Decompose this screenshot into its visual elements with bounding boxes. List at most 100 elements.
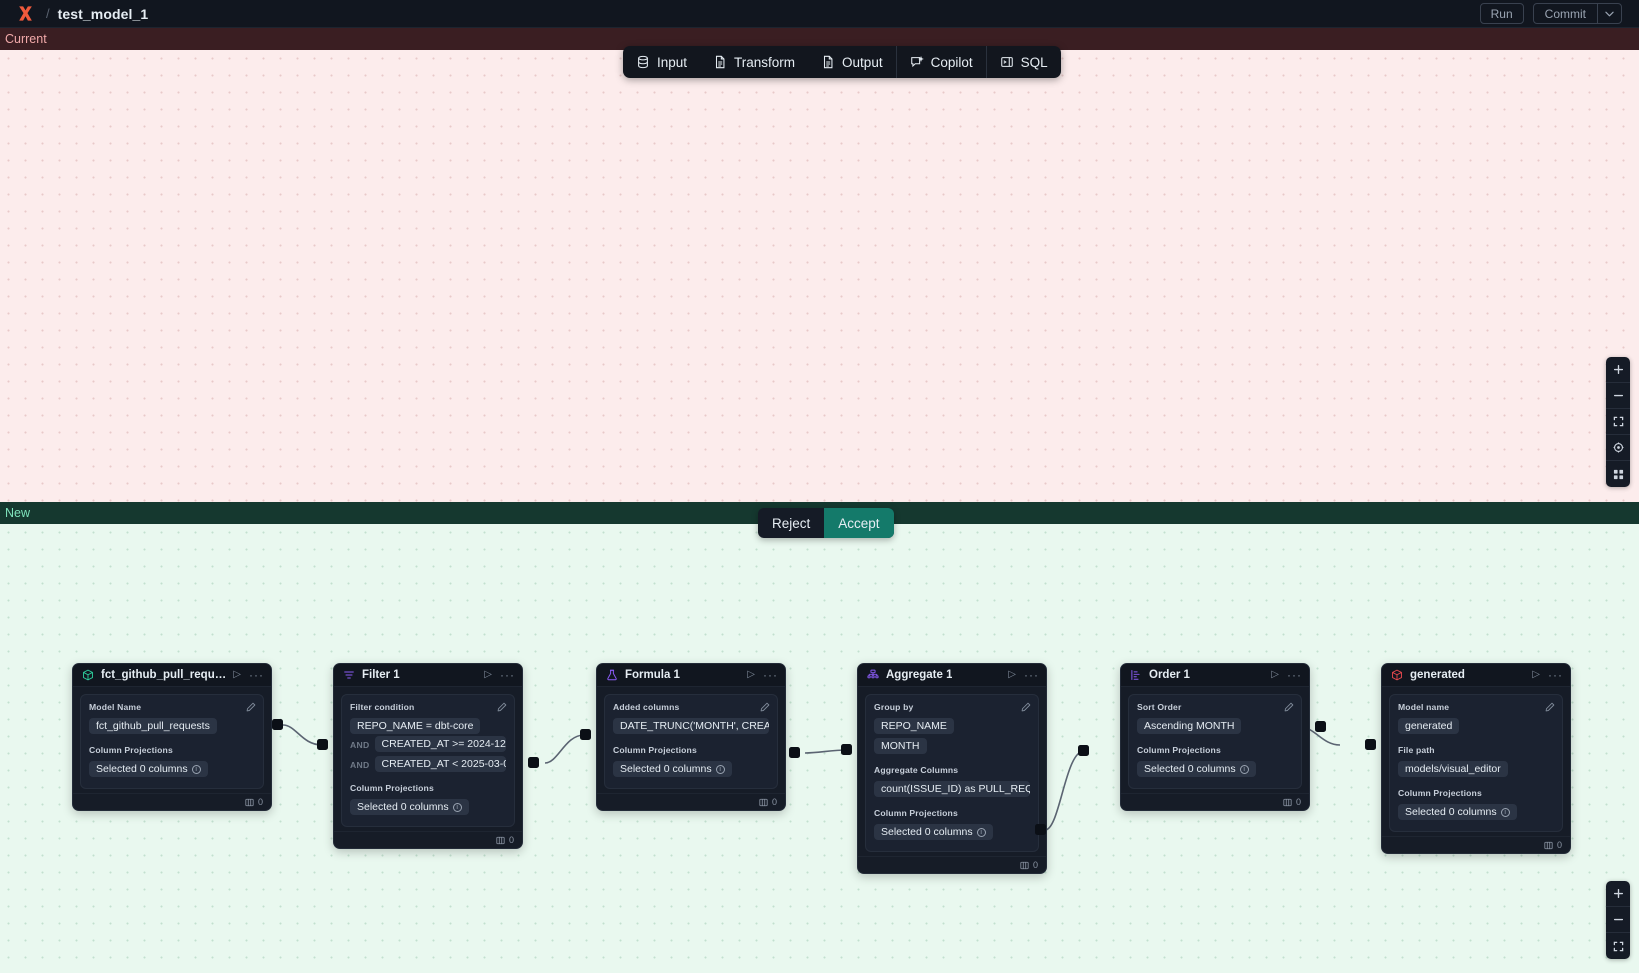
plus-icon[interactable] xyxy=(1606,357,1630,383)
info-icon[interactable]: i xyxy=(1500,807,1510,817)
port-out-source[interactable] xyxy=(272,719,283,730)
info-icon[interactable]: i xyxy=(715,764,725,774)
node-footer: 0 xyxy=(73,793,271,810)
pencil-icon[interactable] xyxy=(1284,702,1294,712)
columns-icon xyxy=(1544,841,1553,850)
tab-input[interactable]: Input xyxy=(623,46,700,78)
fit-screen-icon[interactable] xyxy=(1606,933,1630,959)
minus-icon[interactable] xyxy=(1606,383,1630,409)
grid-icon[interactable] xyxy=(1606,461,1630,487)
node-order-1[interactable]: Order 1 ▷ ··· Sort Order Ascending MONTH… xyxy=(1120,663,1310,811)
play-icon[interactable]: ▷ xyxy=(1532,669,1540,680)
info-icon[interactable]: i xyxy=(452,802,462,812)
tab-sql-label: SQL xyxy=(1020,54,1048,70)
value-aggregate-columns[interactable]: count(ISSUE_ID) as PULL_REQUEST_... xyxy=(874,781,1030,797)
info-icon[interactable]: i xyxy=(1239,764,1249,774)
filter-condition-2[interactable]: CREATED_AT >= 2024-12-01 xyxy=(374,736,506,752)
field-label-column-projections: Column Projections xyxy=(89,745,173,755)
node-title: Aggregate 1 xyxy=(886,669,953,681)
pencil-icon[interactable] xyxy=(760,702,770,712)
play-icon[interactable]: ▷ xyxy=(1008,669,1016,680)
play-icon[interactable]: ▷ xyxy=(484,669,492,680)
value-model-name[interactable]: fct_github_pull_requests xyxy=(89,718,217,734)
commit-button[interactable]: Commit xyxy=(1544,6,1586,21)
columns-icon xyxy=(759,798,768,807)
port-in-aggregate[interactable] xyxy=(841,744,852,755)
value-sort-order[interactable]: Ascending MONTH xyxy=(1137,718,1242,734)
more-horizontal-icon[interactable]: ··· xyxy=(249,668,264,682)
port-out-aggregate[interactable] xyxy=(1035,824,1046,835)
node-formula-1[interactable]: Formula 1 ▷ ··· Added columns DATE_TRUNC… xyxy=(596,663,786,811)
node-aggregate-1[interactable]: Aggregate 1 ▷ ··· Group by REPO_NAME MON… xyxy=(857,663,1047,874)
tab-output[interactable]: Output xyxy=(808,46,896,78)
more-horizontal-icon[interactable]: ··· xyxy=(1548,668,1563,682)
filter-condition-row-3: AND CREATED_AT < 2025-03-01 xyxy=(350,756,506,774)
node-filter-1[interactable]: Filter 1 ▷ ··· Filter condition REPO_NAM… xyxy=(333,663,523,849)
value-column-projections[interactable]: Selected 0 columns i xyxy=(874,824,993,840)
tab-transform[interactable]: Transform xyxy=(700,46,808,78)
port-out-order[interactable] xyxy=(1315,721,1326,732)
value-file-path[interactable]: models/visual_editor xyxy=(1398,761,1508,777)
field-label-column-projections: Column Projections xyxy=(874,808,958,818)
breadcrumb-separator: / xyxy=(46,6,50,21)
database-icon xyxy=(636,55,650,69)
node-header-actions: ▷ ··· xyxy=(1008,669,1039,681)
node-footer: 0 xyxy=(858,856,1046,873)
group-by-2[interactable]: MONTH xyxy=(874,738,927,754)
value-column-projections[interactable]: Selected 0 columns i xyxy=(1398,804,1517,820)
commit-button-group: Commit xyxy=(1532,3,1622,24)
info-icon[interactable]: i xyxy=(191,764,201,774)
pencil-icon[interactable] xyxy=(1021,702,1031,712)
more-horizontal-icon[interactable]: ··· xyxy=(1024,668,1039,682)
node-fct-github-pull-requests[interactable]: fct_github_pull_requests ▷ ··· Model Nam… xyxy=(72,663,272,811)
filter-condition-1[interactable]: REPO_NAME = dbt-core xyxy=(350,718,481,734)
group-by-1[interactable]: REPO_NAME xyxy=(874,718,954,734)
port-in-generated[interactable] xyxy=(1365,739,1376,750)
play-icon[interactable]: ▷ xyxy=(233,669,241,680)
more-horizontal-icon[interactable]: ··· xyxy=(1287,668,1302,682)
info-icon[interactable]: i xyxy=(976,827,986,837)
field-label-added-columns: Added columns xyxy=(613,702,680,712)
pencil-icon[interactable] xyxy=(1545,702,1555,712)
tab-input-label: Input xyxy=(657,54,688,70)
value-added-columns[interactable]: DATE_TRUNC('MONTH', CREATED_AT... xyxy=(613,718,769,734)
accept-button[interactable]: Accept xyxy=(824,508,894,538)
columns-icon xyxy=(1283,798,1292,807)
node-column-count: 0 xyxy=(1032,860,1038,870)
minus-icon[interactable] xyxy=(1606,907,1630,933)
x-logo-icon[interactable] xyxy=(14,3,36,25)
play-icon[interactable]: ▷ xyxy=(747,669,755,680)
plus-icon[interactable] xyxy=(1606,881,1630,907)
more-horizontal-icon[interactable]: ··· xyxy=(763,668,778,682)
field-label-model-name: Model Name xyxy=(89,702,142,712)
canvas-pane-current[interactable] xyxy=(0,50,1639,502)
value-column-projections[interactable]: Selected 0 columns i xyxy=(613,761,732,777)
filter-condition-3[interactable]: CREATED_AT < 2025-03-01 xyxy=(374,756,506,772)
play-icon[interactable]: ▷ xyxy=(1271,669,1279,680)
value-column-projections[interactable]: Selected 0 columns i xyxy=(1137,761,1256,777)
port-in-order[interactable] xyxy=(1078,745,1089,756)
value-column-projections[interactable]: Selected 0 columns i xyxy=(350,799,469,815)
port-in-filter[interactable] xyxy=(317,739,328,750)
node-header: Filter 1 ▷ ··· xyxy=(334,664,522,687)
value-model-name[interactable]: generated xyxy=(1398,718,1460,734)
tab-copilot[interactable]: Copilot xyxy=(895,46,986,78)
tab-copilot-label: Copilot xyxy=(930,54,973,70)
node-column-count: 0 xyxy=(1556,840,1562,850)
port-out-formula[interactable] xyxy=(789,747,800,758)
reject-button[interactable]: Reject xyxy=(758,508,824,538)
chevron-down-icon[interactable] xyxy=(1597,4,1621,23)
port-out-filter[interactable] xyxy=(528,757,539,768)
locate-icon[interactable] xyxy=(1606,435,1630,461)
run-button[interactable]: Run xyxy=(1479,3,1524,24)
node-generated[interactable]: generated ▷ ··· Model name generated Fil… xyxy=(1381,663,1571,854)
document-icon xyxy=(821,55,835,69)
field-label-file-path: File path xyxy=(1398,745,1435,755)
pencil-icon[interactable] xyxy=(246,702,256,712)
fit-screen-icon[interactable] xyxy=(1606,409,1630,435)
port-in-formula[interactable] xyxy=(580,729,591,740)
pencil-icon[interactable] xyxy=(497,702,507,712)
more-horizontal-icon[interactable]: ··· xyxy=(500,668,515,682)
value-column-projections[interactable]: Selected 0 columns i xyxy=(89,761,208,777)
tab-sql[interactable]: SQL xyxy=(985,46,1061,78)
